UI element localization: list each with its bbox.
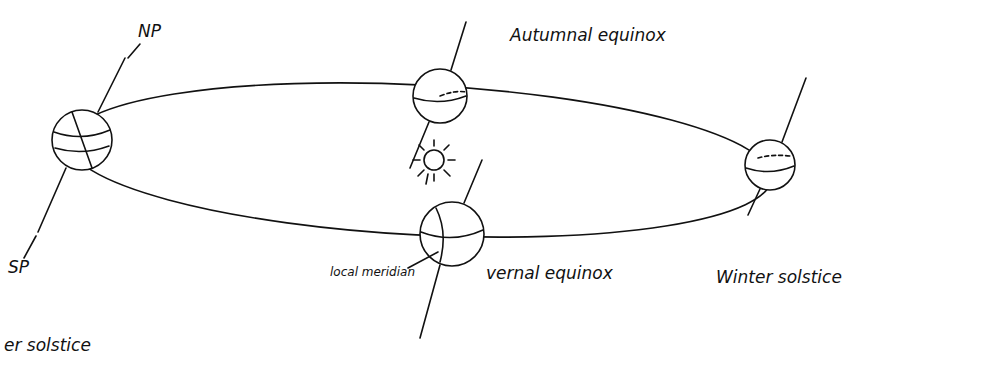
sun — [413, 140, 455, 184]
orbit-ellipse — [65, 67, 776, 254]
annotation-label: er solstice — [4, 336, 91, 355]
earth-vernal — [420, 160, 484, 338]
annotation-label: local meridian — [330, 266, 415, 279]
leader-line — [128, 44, 140, 58]
earth-winter — [745, 78, 806, 215]
annotation-label: NP — [138, 22, 161, 41]
annotation-label: Autumnal equinox — [510, 26, 666, 45]
annotation-label: vernal equinox — [486, 264, 613, 283]
leader-line — [24, 236, 36, 258]
earth-summer — [38, 58, 125, 232]
annotation-label: Winter solstice — [716, 268, 842, 287]
earth-autumn — [410, 22, 467, 168]
annotation-label: SP — [8, 258, 29, 277]
